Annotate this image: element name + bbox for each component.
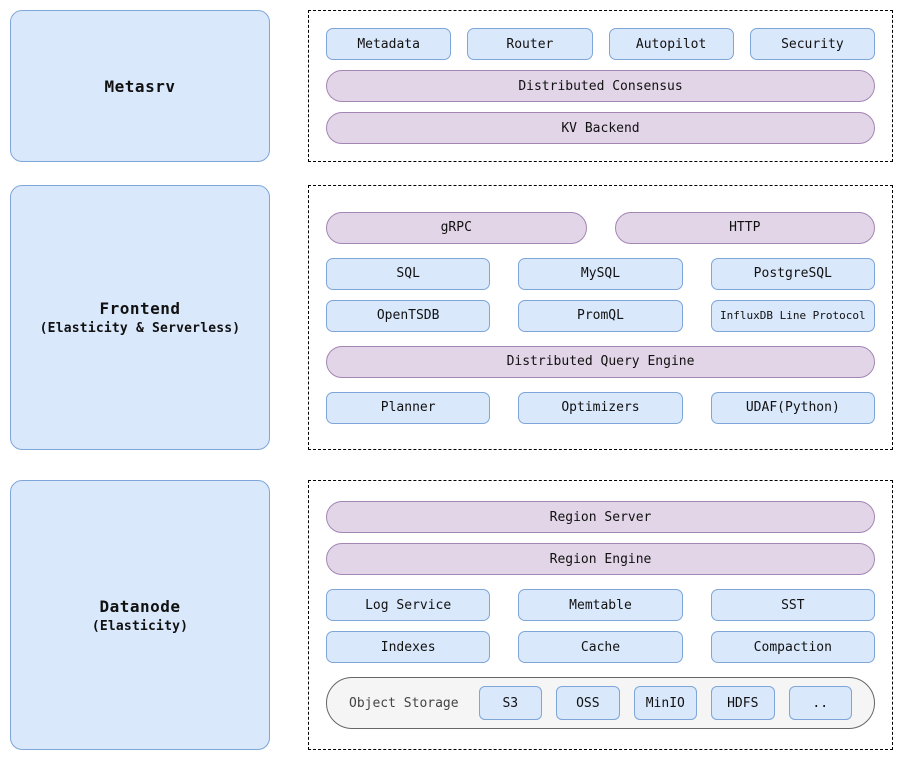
frontend-engine-row: Distributed Query Engine xyxy=(326,345,875,378)
module-cache[interactable]: Cache xyxy=(518,631,683,663)
object-storage-backends: S3 OSS MinIO HDFS .. xyxy=(478,686,852,720)
spacer xyxy=(683,589,711,621)
storage-backend-hdfs[interactable]: HDFS xyxy=(711,686,775,720)
object-storage-label: Object Storage xyxy=(349,695,459,711)
module-indexes[interactable]: Indexes xyxy=(326,631,491,663)
tier-card-metasrv: Metasrv xyxy=(10,10,270,162)
module-sst[interactable]: SST xyxy=(710,589,875,621)
module-promql[interactable]: PromQL xyxy=(518,299,683,332)
frontend-engine-components-row: Planner Optimizers UDAF(Python) xyxy=(326,391,875,424)
module-mysql[interactable]: MySQL xyxy=(518,257,683,290)
module-autopilot[interactable]: Autopilot xyxy=(608,28,734,60)
module-metadata[interactable]: Metadata xyxy=(326,28,452,60)
datanode-components-row-1: Log Service Memtable SST xyxy=(326,589,875,621)
module-planner[interactable]: Planner xyxy=(326,391,491,424)
kv-backend-row: KV Backend xyxy=(326,112,875,144)
distributed-consensus-row: Distributed Consensus xyxy=(326,70,875,102)
tier-card-frontend: Frontend (Elasticity & Serverless) xyxy=(10,185,270,450)
tier-subtitle-datanode: (Elasticity) xyxy=(91,618,189,634)
bar-http[interactable]: HTTP xyxy=(614,211,875,244)
bar-kv-backend[interactable]: KV Backend xyxy=(326,112,875,144)
module-compaction[interactable]: Compaction xyxy=(710,631,875,663)
module-memtable[interactable]: Memtable xyxy=(518,589,683,621)
spacer xyxy=(683,631,711,663)
spacer xyxy=(490,258,518,290)
bar-region-server[interactable]: Region Server xyxy=(326,501,875,533)
panel-frontend: gRPC HTTP SQL MySQL PostgreSQL OpenTSDB … xyxy=(308,185,893,450)
spacer xyxy=(490,300,518,332)
spacer xyxy=(587,212,615,244)
tier-title-metasrv: Metasrv xyxy=(104,76,176,96)
storage-backend-more[interactable]: .. xyxy=(788,686,852,720)
module-udaf-python[interactable]: UDAF(Python) xyxy=(710,391,875,424)
storage-backend-minio[interactable]: MinIO xyxy=(633,686,698,720)
object-storage-row: Object Storage S3 OSS MinIO HDFS .. xyxy=(326,677,875,729)
spacer xyxy=(683,392,711,424)
panel-datanode: Region Server Region Engine Log Service … xyxy=(308,480,893,750)
spacer xyxy=(683,258,711,290)
spacer xyxy=(451,28,467,60)
bar-region-engine[interactable]: Region Engine xyxy=(326,543,875,575)
datanode-components-row-2: Indexes Cache Compaction xyxy=(326,631,875,663)
module-postgresql[interactable]: PostgreSQL xyxy=(710,257,875,290)
bar-distributed-consensus[interactable]: Distributed Consensus xyxy=(326,70,875,102)
storage-backend-s3[interactable]: S3 xyxy=(478,686,543,720)
module-security[interactable]: Security xyxy=(749,28,875,60)
spacer xyxy=(734,28,750,60)
region-engine-row: Region Engine xyxy=(326,543,875,575)
bar-grpc[interactable]: gRPC xyxy=(326,211,587,244)
object-storage-group: Object Storage S3 OSS MinIO HDFS .. xyxy=(326,677,875,729)
region-server-row: Region Server xyxy=(326,501,875,533)
module-optimizers[interactable]: Optimizers xyxy=(518,391,683,424)
frontend-languages-row-1: SQL MySQL PostgreSQL xyxy=(326,257,875,290)
frontend-protocol-row: gRPC HTTP xyxy=(326,211,875,244)
spacer xyxy=(683,300,711,332)
module-log-service[interactable]: Log Service xyxy=(326,589,491,621)
tier-title-datanode: Datanode xyxy=(99,596,181,616)
spacer xyxy=(490,392,518,424)
bar-distributed-query-engine[interactable]: Distributed Query Engine xyxy=(326,345,875,378)
storage-backend-oss[interactable]: OSS xyxy=(556,686,620,720)
panel-metasrv: Metadata Router Autopilot Security Distr… xyxy=(308,10,893,162)
tier-subtitle-frontend: (Elasticity & Serverless) xyxy=(39,321,241,336)
spacer xyxy=(490,631,518,663)
tier-title-frontend: Frontend xyxy=(99,299,181,318)
module-router[interactable]: Router xyxy=(467,28,593,60)
tier-card-datanode: Datanode (Elasticity) xyxy=(10,480,270,750)
metasrv-modules-row: Metadata Router Autopilot Security xyxy=(326,28,875,60)
module-influxdb-line-protocol[interactable]: InfluxDB Line Protocol xyxy=(710,299,875,332)
frontend-languages-row-2: OpenTSDB PromQL InfluxDB Line Protocol xyxy=(326,299,875,332)
module-opentsdb[interactable]: OpenTSDB xyxy=(326,299,491,332)
spacer xyxy=(593,28,609,60)
spacer xyxy=(490,589,518,621)
module-sql[interactable]: SQL xyxy=(326,257,491,290)
